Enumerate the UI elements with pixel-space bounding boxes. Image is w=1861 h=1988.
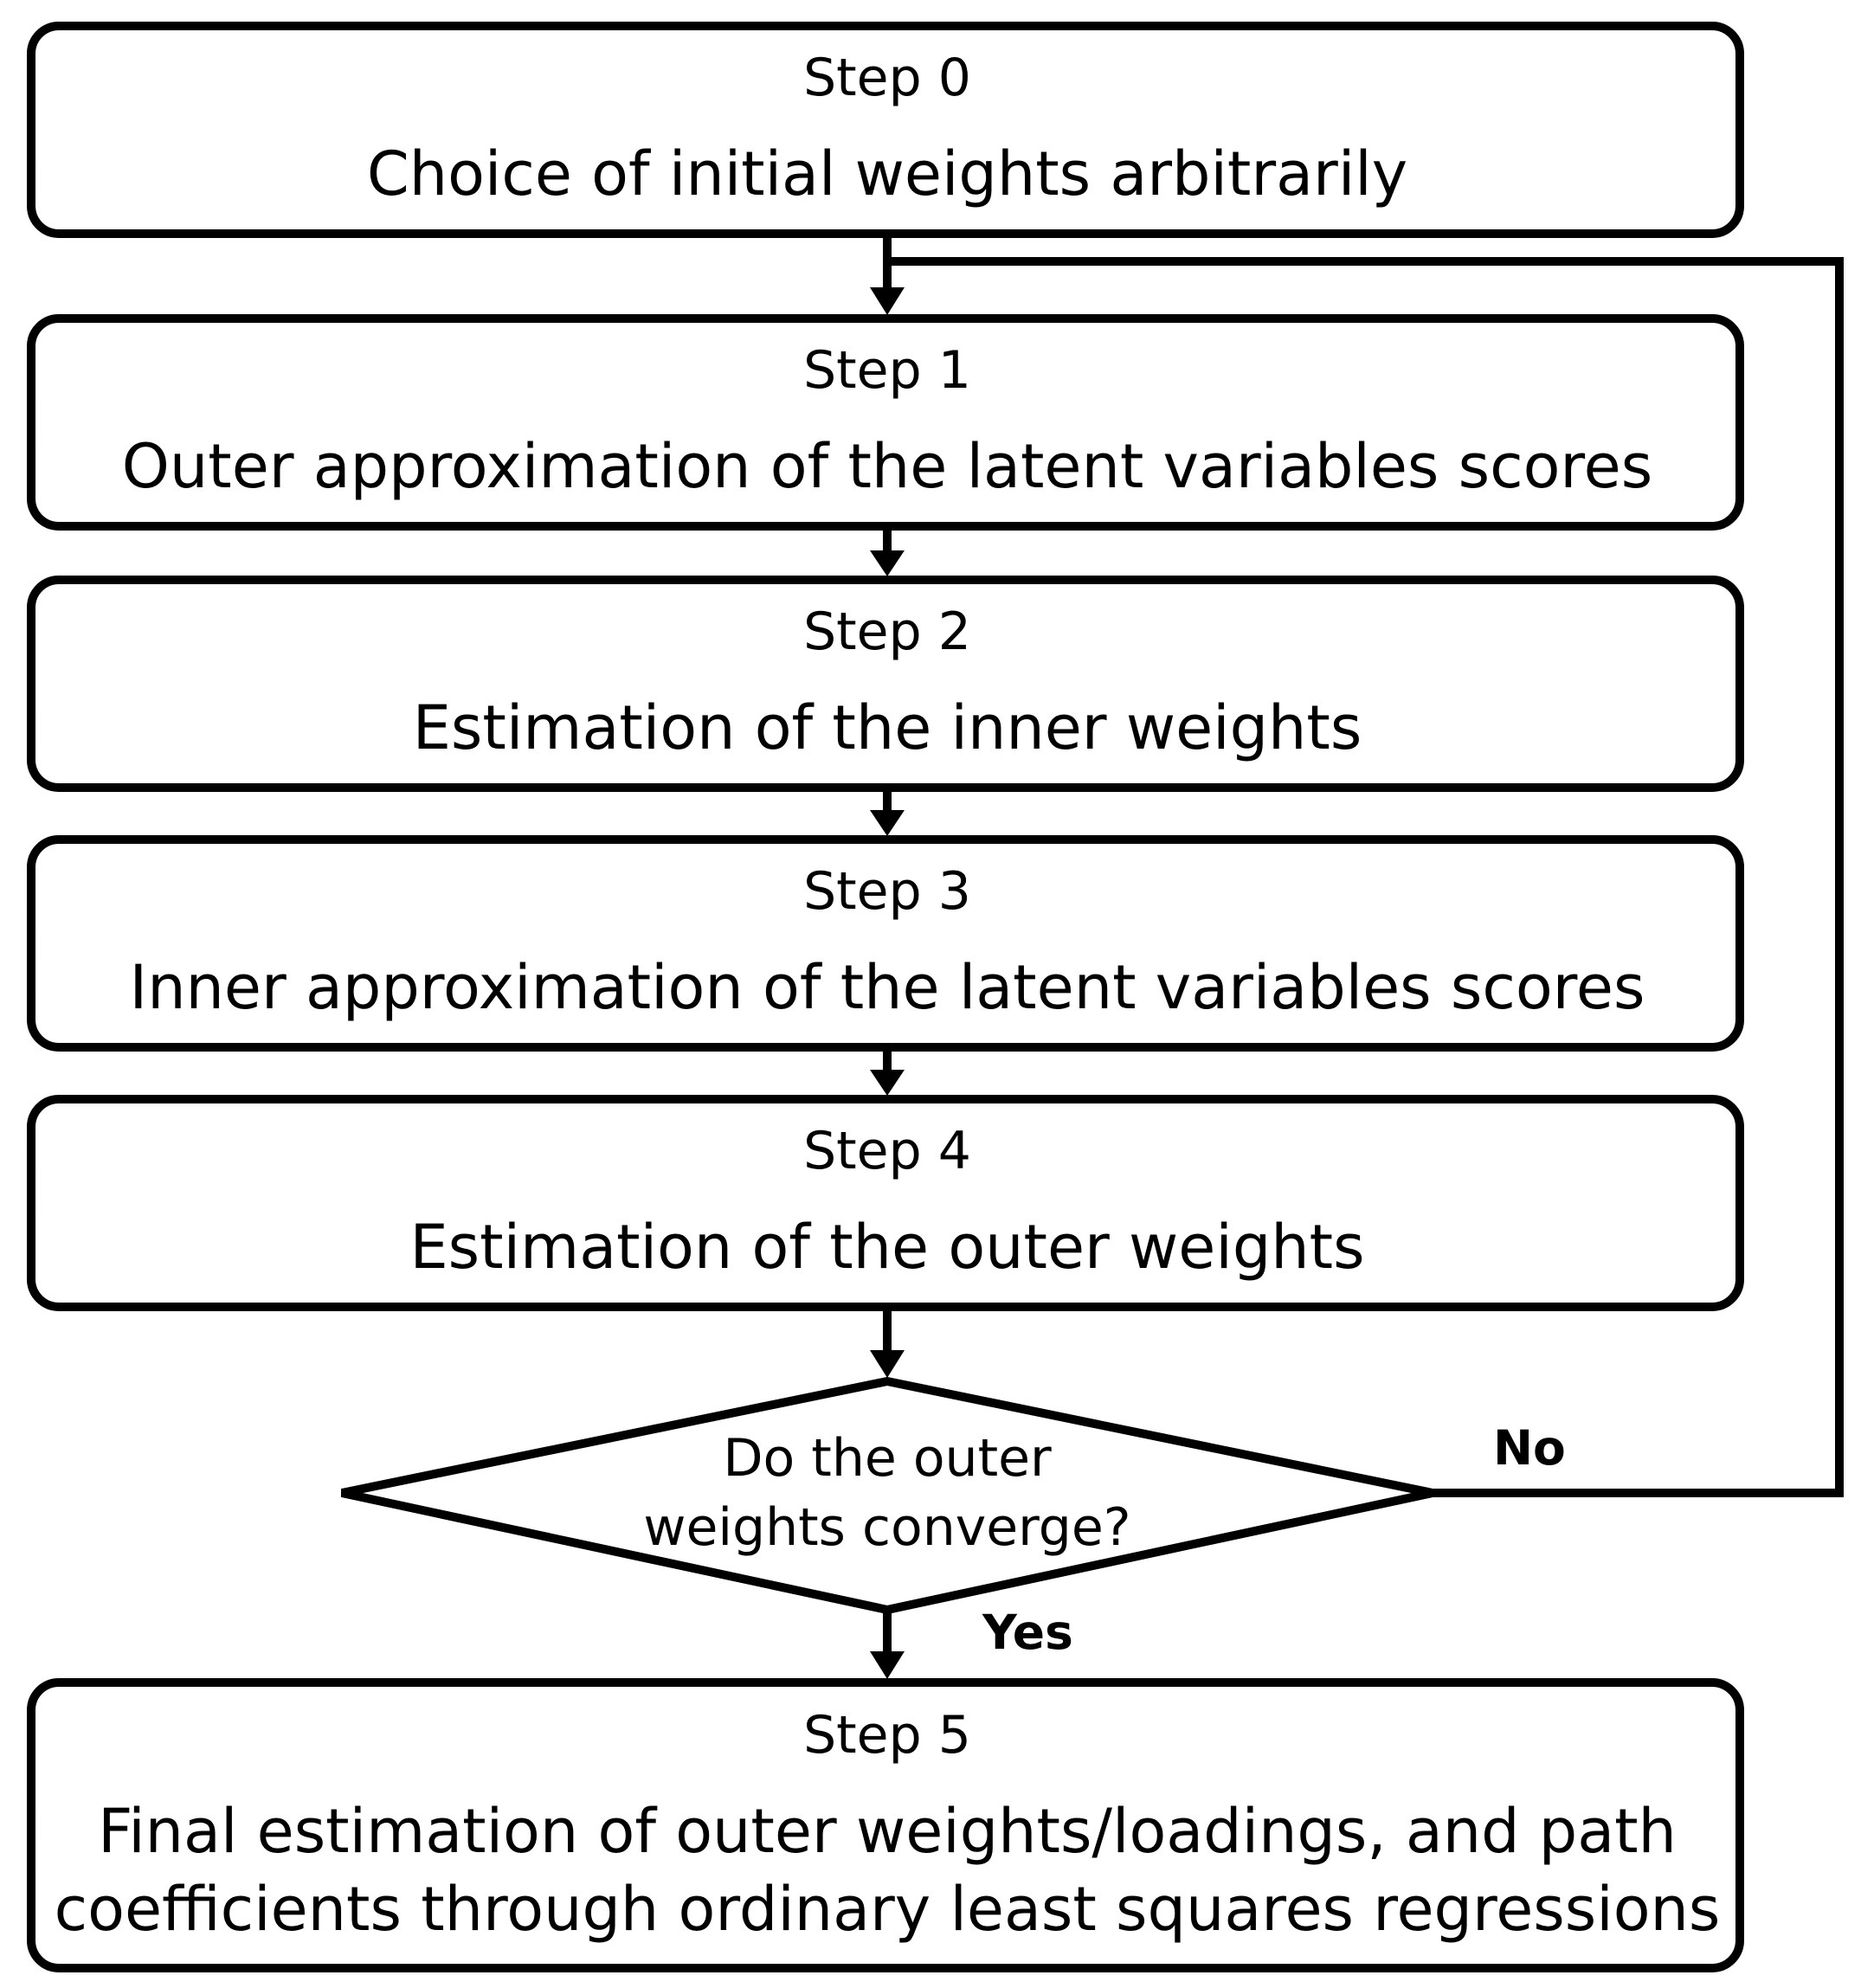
step-5-text-line-1: Final estimation of outer weights/loadin… [98, 1796, 1677, 1867]
arrowhead-step2 [870, 550, 905, 576]
step-4-text: Estimation of the outer weights [409, 1212, 1364, 1283]
step-0-title: Step 0 [803, 48, 971, 108]
no-branch-label: No [1493, 1420, 1566, 1476]
step-4-box [27, 1095, 1744, 1311]
decision-text-line-1: Do the outer [723, 1428, 1052, 1489]
arrowhead-step4 [870, 1070, 905, 1096]
step-2-box [27, 576, 1744, 792]
arrowhead-step5 [870, 1651, 905, 1679]
step-3-box [27, 835, 1744, 1052]
arrowhead-step1 [870, 287, 905, 315]
step-1-box [27, 314, 1744, 531]
step-1-title: Step 1 [803, 340, 971, 401]
step-5-box [27, 1678, 1744, 1972]
step-3-text: Inner approximation of the latent variab… [130, 952, 1645, 1023]
step-0-box [27, 22, 1744, 238]
yes-branch-label: Yes [982, 1605, 1073, 1660]
step-2-text: Estimation of the inner weights [413, 692, 1362, 763]
loop-back-connector [887, 257, 1844, 1497]
step-0-text: Choice of initial weights arbitrarily [367, 138, 1407, 209]
step-5-title: Step 5 [803, 1705, 971, 1766]
step-5-text-line-2: coefficients through ordinary least squa… [55, 1874, 1721, 1945]
step-2-title: Step 2 [803, 602, 971, 662]
step-3-title: Step 3 [803, 861, 971, 922]
step-4-title: Step 4 [803, 1121, 971, 1181]
arrowhead-step3 [870, 810, 905, 836]
decision-text-line-2: weights converge? [643, 1497, 1130, 1558]
arrowhead-decision [870, 1350, 905, 1378]
step-1-text: Outer approximation of the latent variab… [122, 431, 1652, 502]
decision-diamond [340, 1376, 1434, 1615]
